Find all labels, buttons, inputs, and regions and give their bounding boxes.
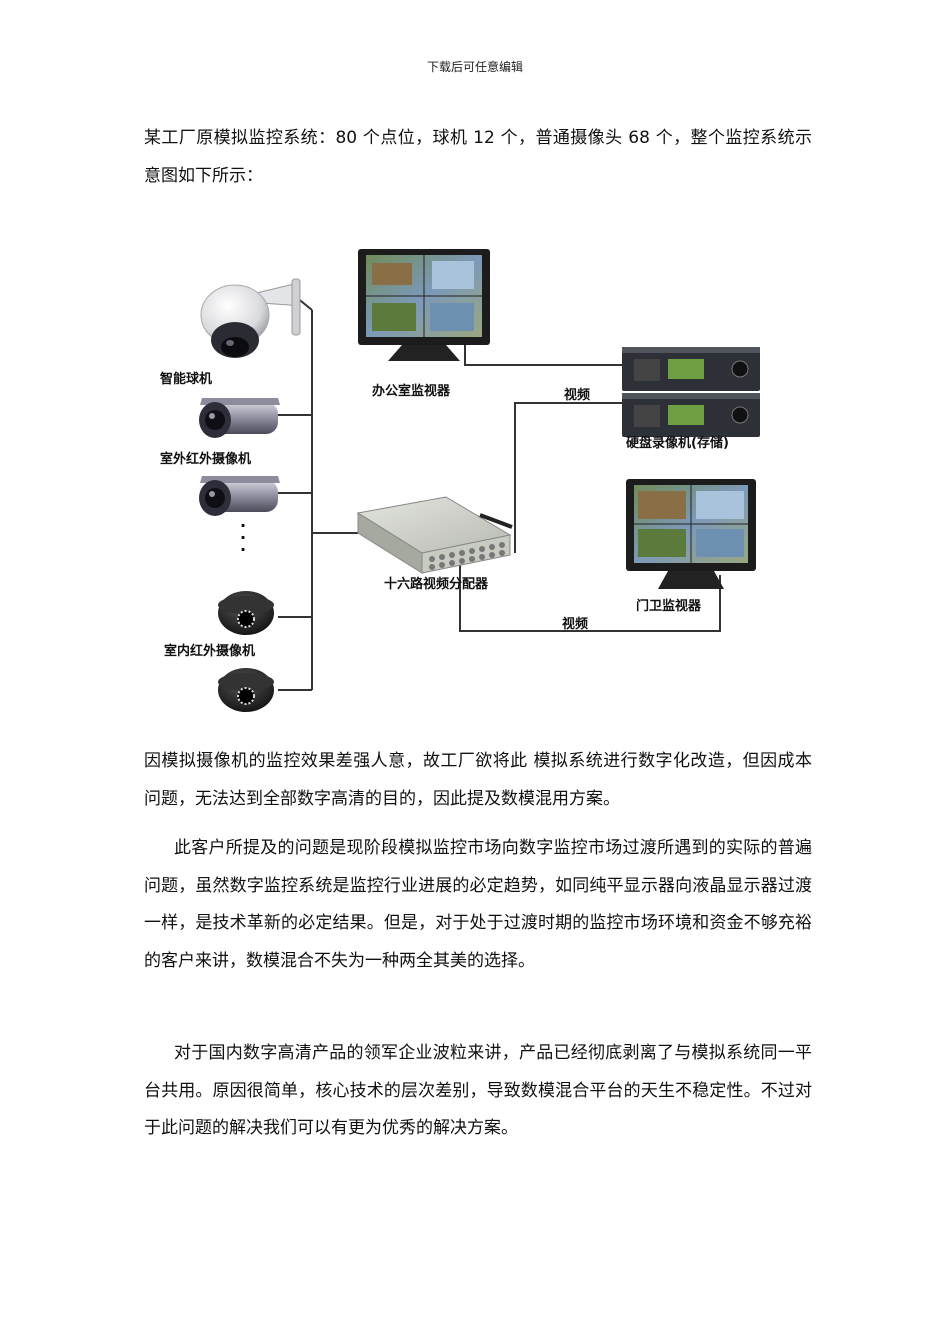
label-video-top: 视频	[564, 387, 590, 403]
indoor-ir-camera-2	[218, 668, 274, 712]
label-outdoor-ir: 室外红外摄像机	[160, 451, 251, 467]
problem-paragraph: 因模拟摄像机的监控效果差强人意，故工厂欲将此 模拟系统进行数字化改造，但因成本问…	[144, 751, 812, 809]
surveillance-system-diagram: 智能球机 室外红外摄像机 · · · 室内红外摄像机	[160, 249, 760, 712]
label-dvr: 硬盘录像机(存储)	[626, 435, 729, 451]
video-distributor	[356, 496, 513, 574]
outdoor-ir-camera-1	[199, 398, 280, 438]
office-monitor-to-dvr-line	[464, 345, 622, 366]
label-gate-monitor: 门卫监视器	[636, 598, 702, 614]
label-indoor-ir: 室内红外摄像机	[164, 643, 255, 659]
solution-paragraph: 对于国内数字高清产品的领军企业波粒来讲，产品已经彻底剥离了与模拟系统同一平台共用…	[144, 1043, 812, 1138]
connection-lines	[278, 296, 721, 691]
dvr-recorder	[622, 347, 760, 437]
label-video-bottom: 视频	[562, 616, 588, 632]
outdoor-ir-camera-2	[199, 476, 280, 516]
ellipsis-dots: ·	[240, 516, 246, 535]
ellipsis-dot-3: ·	[240, 540, 246, 559]
dome-camera	[200, 278, 301, 358]
ellipsis-dot-2: ·	[240, 528, 246, 547]
intro-paragraph: 某工厂原模拟监控系统：80 个点位，球机 12 个，普通摄像头 68 个，整个监…	[144, 128, 812, 186]
page-header: 下载后可任意编辑	[426, 60, 523, 74]
label-dome: 智能球机	[160, 371, 212, 387]
gate-monitor	[626, 479, 756, 589]
label-office-monitor: 办公室监视器	[372, 383, 451, 399]
office-monitor	[358, 249, 490, 361]
distributor-to-dvr-line	[514, 402, 622, 553]
distributor-to-gate-line	[459, 553, 721, 632]
indoor-ir-camera-1	[218, 591, 274, 635]
analysis-paragraph: 此客户所提及的问题是现阶段模拟监控市场向数字监控市场过渡所遇到的实际的普遍问题，…	[144, 838, 812, 971]
label-distributor: 十六路视频分配器	[384, 576, 489, 592]
